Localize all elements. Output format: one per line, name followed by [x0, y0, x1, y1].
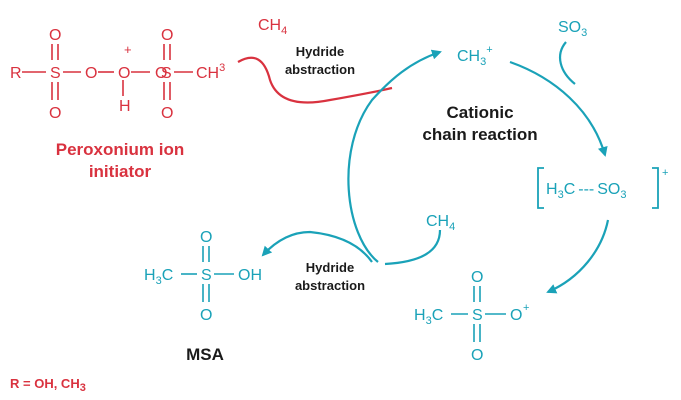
msa-methyl: H3C [144, 267, 173, 287]
sulfur-1: S [50, 65, 61, 82]
methyl-ch: CH3 [196, 62, 225, 82]
oxygen-bridge-1: O [85, 65, 97, 82]
r-group-note: R = OH, CH3 [10, 376, 86, 394]
r-group: R [10, 65, 22, 82]
oxygen-bridge-2: O [155, 65, 167, 82]
transition-complex: H3C---SO3 + [537, 167, 668, 209]
initiator-label-line2: initiator [89, 162, 152, 181]
methyl-cation: CH3+ [457, 44, 493, 68]
msa-structure: H3C S OH O O [144, 229, 262, 324]
so3-incoming-arrow [558, 41, 576, 85]
oxygen-top-2: O [161, 27, 173, 44]
cycle-arrow-bottom-right [546, 219, 610, 294]
oxygen-bottom-2: O [161, 105, 173, 122]
oxonium-oxygen: O [118, 65, 130, 82]
intermediate-charge: + [523, 302, 529, 314]
intermediate-oxygen-top: O [471, 269, 483, 286]
msa-oxygen-bottom: O [200, 307, 212, 324]
peroxonium-initiator-structure: R S O O + H O S O O O O CH3 [10, 27, 225, 122]
oxygen-top-1: O [49, 27, 61, 44]
cycle-label-line2: chain reaction [422, 125, 537, 144]
oxonium-charge: + [124, 42, 132, 57]
intermediate-sulfur: S [472, 307, 483, 324]
intermediate-methyl: H3C [414, 307, 443, 327]
msa-hydroxyl: OH [238, 267, 262, 284]
red-hydride-arrow [237, 56, 393, 104]
methane-bottom-arrow [384, 229, 442, 266]
intermediate-oxygen: O [510, 307, 522, 324]
hydride-top-line1: Hydride [296, 44, 344, 59]
msa-hydride-arrow [261, 230, 373, 263]
cycle-label-line1: Cationic [446, 103, 513, 122]
cycle-arrow-left [347, 49, 442, 263]
complex-formula: H3C---SO3 [546, 181, 626, 201]
sulfur-2: S [161, 65, 172, 82]
hydride-top-line2: abstraction [285, 62, 355, 77]
msa-sulfur: S [201, 267, 212, 284]
methane-bottom: CH4 [426, 213, 455, 233]
methane-top: CH4 [258, 17, 287, 37]
oxygen-bottom-1: O [49, 105, 61, 122]
initiator-label-line1: Peroxonium ion [56, 140, 184, 159]
msa-oxygen-top: O [200, 229, 212, 246]
hydride-bottom-line1: Hydride [306, 260, 354, 275]
hydride-bottom-line2: abstraction [295, 278, 365, 293]
sulfur-trioxide: SO3 [558, 19, 587, 39]
hydrogen: H [119, 98, 131, 115]
msa-label: MSA [186, 345, 224, 364]
intermediate-structure: H3C S O + O O [414, 269, 529, 364]
cycle-arrow-top-right [509, 60, 608, 157]
complex-charge: + [662, 167, 668, 179]
intermediate-oxygen-bottom: O [471, 347, 483, 364]
